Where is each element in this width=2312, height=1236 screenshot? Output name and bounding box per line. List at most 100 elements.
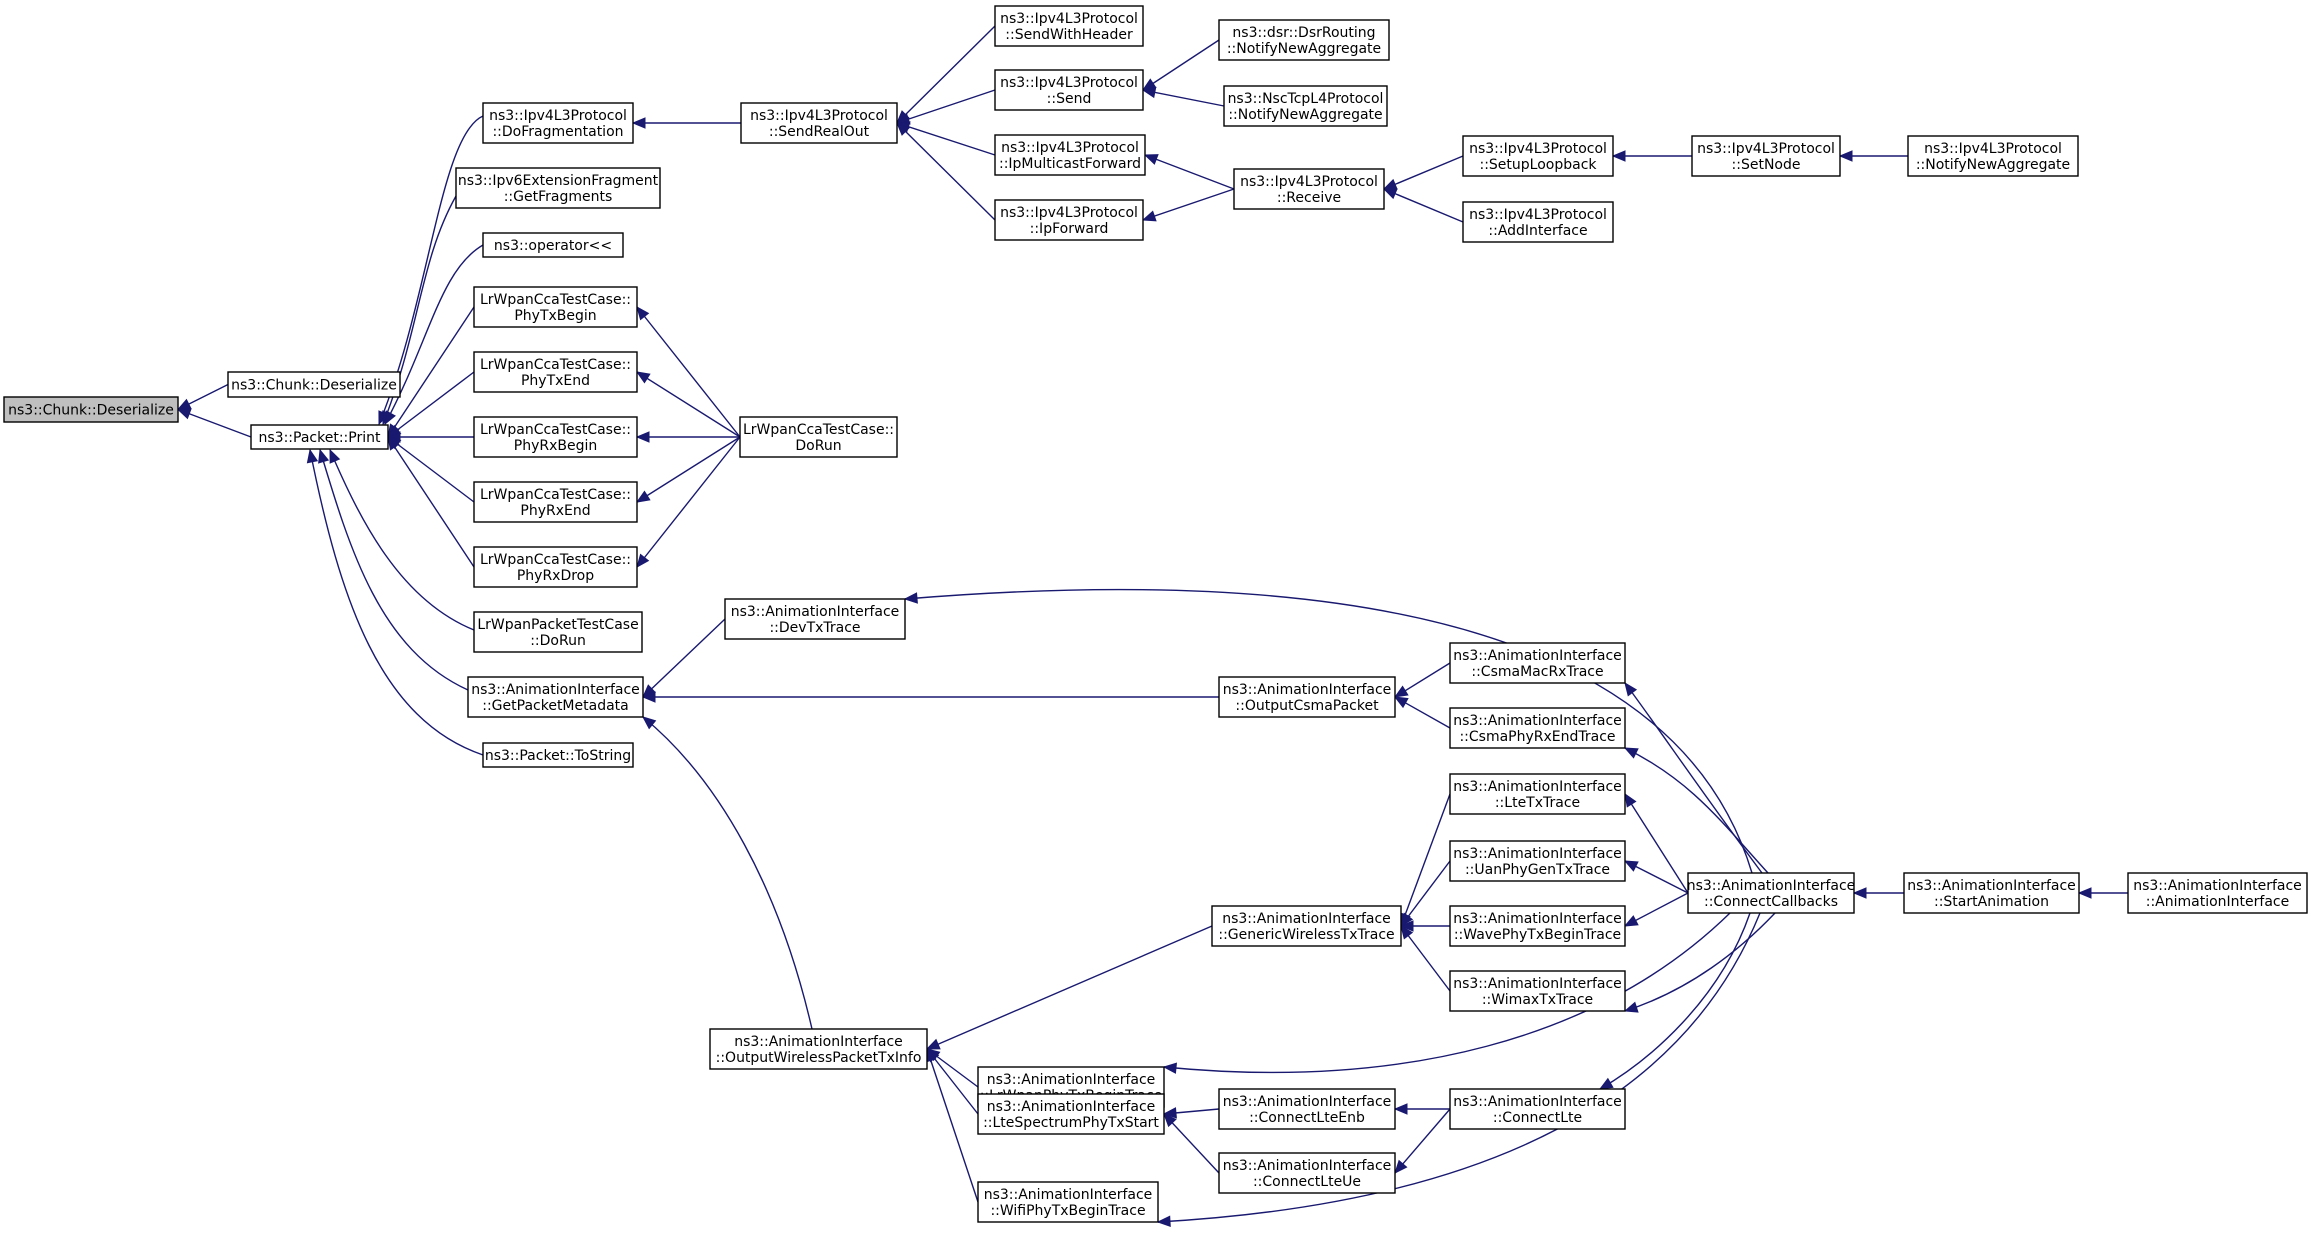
edge-n31-to-n12: [641, 716, 813, 1030]
node-label: ::NotifyNewAggregate: [1916, 157, 2070, 173]
node-label: ::Send: [1047, 91, 1092, 107]
arrowhead: [387, 435, 400, 451]
graph-node[interactable]: ns3::AnimationInterface::GenericWireless…: [1211, 905, 1402, 947]
graph-node[interactable]: ns3::Ipv4L3Protocol::NotifyNewAggregate: [1907, 135, 2079, 177]
arrowhead: [1141, 86, 1157, 99]
node-label: ns3::Ipv4L3Protocol: [1240, 174, 1378, 190]
node-box: [740, 102, 898, 144]
graph-node[interactable]: ns3::NscTcpL4Protocol::NotifyNewAggregat…: [1223, 85, 1388, 127]
edge-n7-to-n2: [386, 371, 475, 438]
node-box: [473, 416, 638, 458]
edge-line: [319, 449, 469, 691]
graph-node[interactable]: ns3::Ipv4L3Protocol::IpForward: [994, 199, 1144, 241]
graph-node[interactable]: ns3::Ipv4L3Protocol::DoFragmentation: [482, 102, 634, 144]
node-box: [1462, 135, 1614, 177]
graph-node[interactable]: ns3::operator<<: [482, 232, 624, 258]
edge-n26-to-n7: [635, 371, 741, 438]
node-box: [467, 676, 644, 718]
edge-line: [1400, 793, 1451, 927]
graph-node[interactable]: LrWpanCcaTestCase::PhyRxDrop: [473, 546, 638, 588]
node-box: [1233, 168, 1385, 210]
graph-node[interactable]: ns3::AnimationInterface::StartAnimation: [1903, 872, 2080, 914]
edge-line: [387, 436, 475, 503]
arrowhead: [1393, 685, 1409, 698]
node-label: ::WimaxTxTrace: [1482, 992, 1593, 1008]
graph-node[interactable]: ns3::AnimationInterface::GetPacketMetada…: [467, 676, 644, 718]
node-label: ns3::Ipv4L3Protocol: [1469, 207, 1607, 223]
graph-node[interactable]: LrWpanPacketTestCase::DoRun: [473, 611, 643, 653]
graph-node[interactable]: ns3::AnimationInterface::CsmaPhyRxEndTra…: [1449, 707, 1626, 749]
node-label: ns3::Ipv6ExtensionFragment: [458, 173, 659, 189]
edge-n43-to-n39: [1623, 912, 1776, 1013]
node-label: ::LteTxTrace: [1495, 795, 1580, 811]
edge-n14-to-n3: [631, 117, 741, 129]
edge-line: [1383, 188, 1464, 223]
graph-node[interactable]: LrWpanCcaTestCase::DoRun: [739, 416, 898, 458]
graph-node[interactable]: ns3::Ipv4L3Protocol::SendWithHeader: [994, 5, 1144, 47]
graph-node[interactable]: ns3::Chunk::Deserialize: [3, 396, 179, 423]
arrowhead: [1611, 150, 1626, 162]
graph-node[interactable]: ns3::AnimationInterface::WimaxTxTrace: [1449, 970, 1626, 1012]
node-label: ::ConnectLteEnb: [1249, 1110, 1365, 1126]
node-label: ::NotifyNewAggregate: [1228, 107, 1382, 123]
arrowhead: [1162, 1062, 1177, 1074]
graph-node[interactable]: LrWpanCcaTestCase::PhyTxEnd: [473, 351, 638, 393]
graph-node[interactable]: ns3::AnimationInterface::CsmaMacRxTrace: [1449, 642, 1626, 684]
graph-node[interactable]: ns3::Packet::Print: [250, 424, 389, 450]
edge-n20-to-n16: [1141, 86, 1225, 107]
graph-node[interactable]: ns3::AnimationInterface::ConnectCallback…: [1687, 872, 1856, 914]
edge-n39-to-n32: [1400, 924, 1451, 992]
graph-node[interactable]: ns3::AnimationInterface::ConnectLteUe: [1218, 1152, 1396, 1194]
graph-node[interactable]: ns3::Ipv4L3Protocol::SendRealOut: [740, 102, 898, 144]
graph-node[interactable]: ns3::Chunk::Deserialize: [227, 371, 401, 398]
arrowhead: [1393, 696, 1409, 709]
arrowhead: [176, 398, 192, 411]
graph-node[interactable]: ns3::AnimationInterface::ConnectLteEnb: [1218, 1088, 1396, 1130]
node-label: ns3::Ipv4L3Protocol: [1469, 141, 1607, 157]
node-box: [1903, 872, 2080, 914]
arrowhead: [1394, 1159, 1408, 1174]
graph-node[interactable]: ns3::AnimationInterface::AnimationInterf…: [2127, 872, 2308, 914]
node-label: ns3::AnimationInterface: [1453, 976, 1622, 992]
graph-node[interactable]: ns3::Packet::ToString: [482, 742, 634, 768]
graph-node[interactable]: ns3::AnimationInterface::LteTxTrace: [1449, 773, 1626, 815]
graph-node[interactable]: ns3::AnimationInterface::WavePhyTxBeginT…: [1449, 905, 1626, 947]
node-box: [455, 167, 661, 209]
graph-node[interactable]: ns3::AnimationInterface::OutputWirelessP…: [709, 1028, 928, 1070]
node-box: [977, 1093, 1165, 1135]
graph-node[interactable]: ns3::AnimationInterface::WifiPhyTxBeginT…: [977, 1181, 1159, 1223]
graph-node[interactable]: ns3::dsr::DsrRouting::NotifyNewAggregate: [1218, 19, 1390, 61]
graph-node[interactable]: LrWpanCcaTestCase::PhyTxBegin: [473, 286, 638, 328]
graph-node[interactable]: ns3::AnimationInterface::DevTxTrace: [724, 598, 906, 640]
arrowhead: [1141, 210, 1157, 222]
graph-node[interactable]: LrWpanCcaTestCase::PhyRxBegin: [473, 416, 638, 458]
graph-node[interactable]: ns3::Ipv6ExtensionFragment::GetFragments: [455, 167, 661, 209]
graph-node[interactable]: ns3::AnimationInterface::UanPhyGenTxTrac…: [1449, 840, 1626, 882]
node-label: ns3::Ipv4L3Protocol: [1697, 141, 1835, 157]
node-box: [1687, 872, 1855, 914]
graph-node[interactable]: ns3::Ipv4L3Protocol::SetNode: [1691, 135, 1841, 177]
arrowhead: [1399, 920, 1414, 932]
graph-node[interactable]: ns3::Ipv4L3Protocol::Send: [994, 69, 1144, 111]
graph-node[interactable]: ns3::AnimationInterface::OutputCsmaPacke…: [1218, 676, 1396, 718]
graph-node[interactable]: ns3::AnimationInterface::LteSpectrumPhyT…: [977, 1093, 1165, 1135]
node-box: [1449, 773, 1626, 815]
arrowhead: [925, 1038, 941, 1050]
node-label: LrWpanCcaTestCase::: [480, 292, 631, 308]
graph-node[interactable]: ns3::Ipv4L3Protocol::IpMulticastForward: [994, 134, 1146, 176]
graph-node[interactable]: ns3::Ipv4L3Protocol::Receive: [1233, 168, 1385, 210]
graph-node[interactable]: LrWpanCcaTestCase::PhyRxEnd: [473, 481, 638, 523]
arrowhead: [1623, 1001, 1639, 1013]
graph-node[interactable]: ns3::Ipv4L3Protocol::SetupLoopback: [1462, 135, 1614, 177]
node-box: [1223, 85, 1388, 127]
node-label: ::CsmaMacRxTrace: [1471, 664, 1603, 680]
graph-node[interactable]: ns3::AnimationInterface::ConnectLte: [1449, 1088, 1626, 1130]
edge-line: [642, 716, 813, 1030]
node-label: ns3::AnimationInterface: [987, 1072, 1156, 1088]
edge-line: [896, 89, 996, 124]
arrowhead: [636, 305, 650, 321]
graph-node[interactable]: ns3::Ipv4L3Protocol::AddInterface: [1462, 201, 1614, 243]
node-box: [473, 351, 638, 393]
edge-line: [1599, 912, 1751, 1090]
node-box: [2127, 872, 2308, 914]
